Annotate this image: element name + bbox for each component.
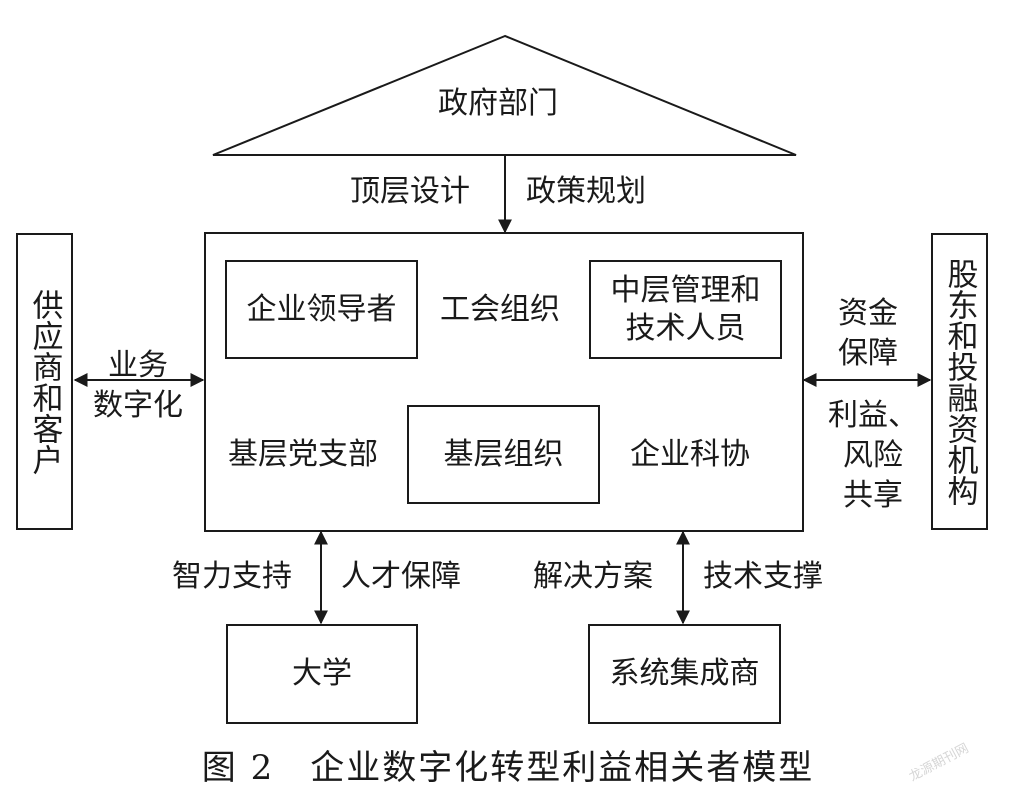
top-arrow-right-label: 政策规划 xyxy=(526,174,646,209)
bottom-right-arrow-right-label: 技术支撑 xyxy=(703,559,823,594)
shareholders-investors-box: 股东和投融资机构 xyxy=(931,233,988,530)
right-arrow-bottom-label: 利益、 风险 共享 xyxy=(828,398,918,513)
enterprise-leader-box: 企业领导者 xyxy=(225,260,418,359)
bottom-right-arrow-left-label: 解决方案 xyxy=(533,559,653,594)
top-arrow-left-label: 顶层设计 xyxy=(350,174,470,209)
bottom-left-arrow-right-label: 人才保障 xyxy=(341,559,461,594)
party-branch-label: 基层党支部 xyxy=(228,437,378,472)
system-integrator-box: 系统集成商 xyxy=(588,624,781,724)
bottom-left-arrow-left-label: 智力支持 xyxy=(172,559,292,594)
science-association-label: 企业科协 xyxy=(630,437,750,472)
grassroots-organization-box: 基层组织 xyxy=(407,405,600,504)
government-label: 政府部门 xyxy=(438,86,558,121)
union-label: 工会组织 xyxy=(440,292,560,327)
middle-management-box: 中层管理和 技术人员 xyxy=(589,260,782,359)
enterprise-box xyxy=(204,232,804,532)
suppliers-customers-box: 供应商和客户 xyxy=(16,233,73,530)
right-arrow-top-label: 资金 保障 xyxy=(838,296,898,371)
figure-caption: 图 2 企业数字化转型利益相关者模型 xyxy=(201,748,815,788)
left-arrow-label: 业务 数字化 xyxy=(93,348,183,423)
university-box: 大学 xyxy=(226,624,418,724)
